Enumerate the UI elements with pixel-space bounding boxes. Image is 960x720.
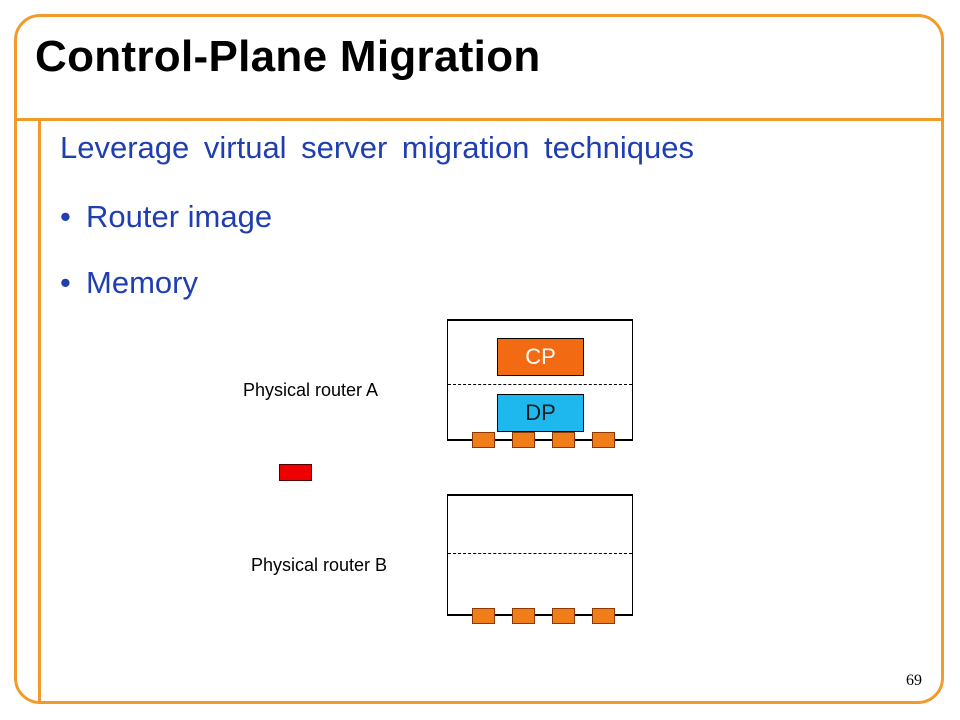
page-number: 69 bbox=[906, 672, 922, 689]
bullet-dot-icon: • bbox=[60, 199, 71, 234]
slide-frame bbox=[14, 14, 944, 704]
router-a-divider bbox=[448, 384, 632, 385]
title-divider bbox=[14, 118, 944, 121]
router-b-divider bbox=[448, 553, 632, 554]
data-plane-box: DP bbox=[497, 394, 584, 432]
router-a-port bbox=[552, 432, 575, 448]
router-b-port bbox=[512, 608, 535, 624]
bullet-dot-icon: • bbox=[60, 265, 71, 300]
packet-block bbox=[279, 464, 312, 481]
router-b-port bbox=[472, 608, 495, 624]
router-a-port bbox=[472, 432, 495, 448]
bullet-label: Router image bbox=[86, 199, 273, 234]
router-b-label: Physical router B bbox=[251, 555, 388, 575]
bullet-item: • Router image bbox=[60, 199, 272, 235]
router-b-box bbox=[447, 494, 633, 616]
router-b-port bbox=[552, 608, 575, 624]
router-a-port bbox=[512, 432, 535, 448]
router-a-port bbox=[592, 432, 615, 448]
bullet-item: • Memory bbox=[60, 265, 198, 301]
lead-text: Leverage virtual server migration techni… bbox=[60, 130, 694, 165]
bullet-label: Memory bbox=[86, 265, 198, 300]
control-plane-box: CP bbox=[497, 338, 584, 376]
left-divider bbox=[38, 118, 41, 704]
slide-title: Control-Plane Migration bbox=[35, 32, 541, 81]
router-b-port bbox=[592, 608, 615, 624]
router-a-label: Physical router A bbox=[243, 380, 379, 400]
